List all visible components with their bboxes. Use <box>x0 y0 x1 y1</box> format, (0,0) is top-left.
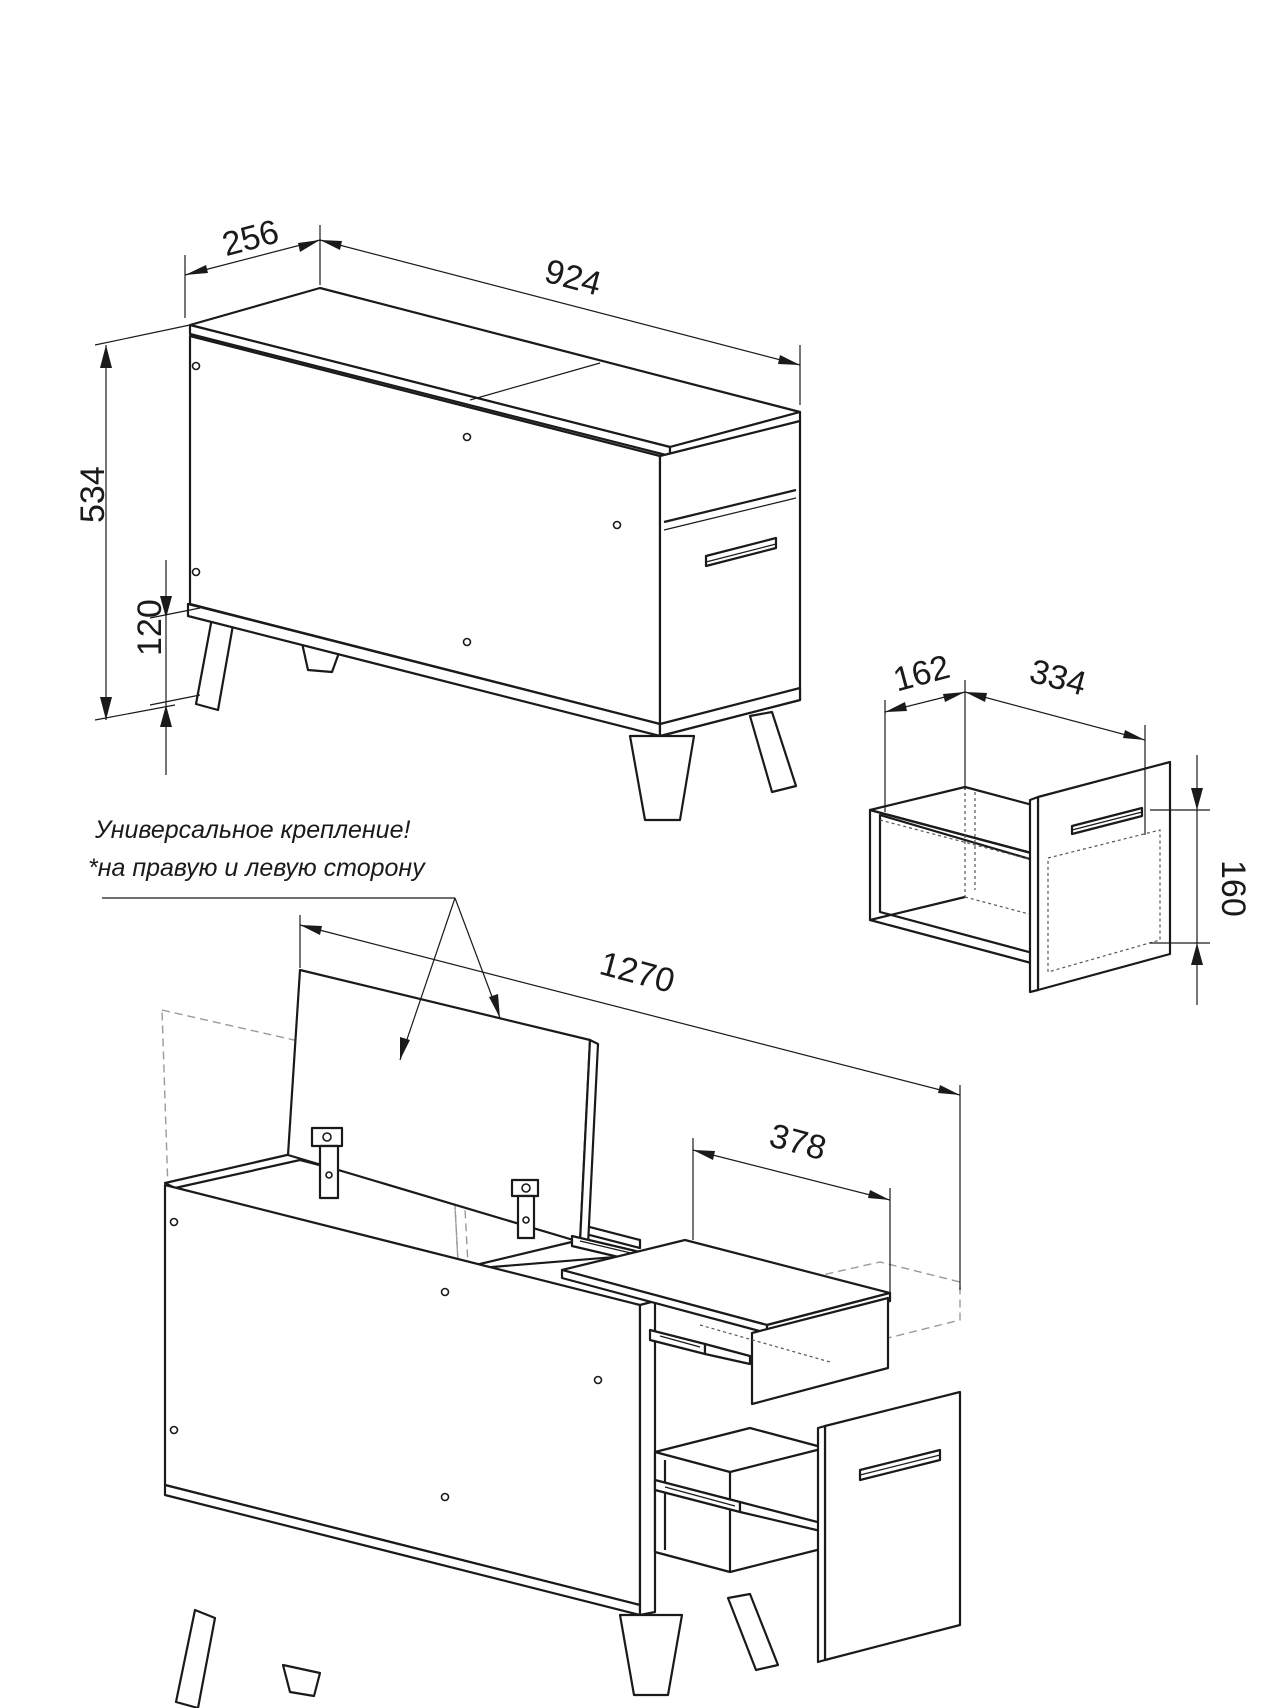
open-leg-front-right <box>726 1592 780 1672</box>
hinge-right <box>510 1178 540 1240</box>
dim-depth: 256 <box>218 213 283 264</box>
lower-drawer-inside <box>653 1426 827 1574</box>
drawer-split <box>663 488 797 524</box>
note-leaders <box>102 897 501 1061</box>
dim-drawer-depth: 162 <box>889 648 954 699</box>
open-lid <box>286 968 592 1244</box>
dim-open-width: 1270 <box>596 945 679 1001</box>
open-leg-back-right <box>281 1663 322 1698</box>
open-bench <box>161 968 962 1708</box>
dimension-lines-bottom <box>299 915 961 1292</box>
open-screw-dots <box>169 1217 603 1502</box>
drawer-detail <box>868 760 1172 994</box>
dim-open-drawer: 378 <box>765 1117 830 1168</box>
lower-slide-rail <box>653 1478 827 1534</box>
lower-drawer-handle <box>858 1448 942 1482</box>
drawer-handle <box>704 536 778 568</box>
note-line-1: Универсальное крепление! <box>94 816 410 844</box>
leg-back-left <box>194 616 235 712</box>
open-front-panel <box>163 1183 642 1607</box>
screw-dots <box>191 361 622 647</box>
dim-width: 924 <box>541 252 606 303</box>
drawer-detail-handle <box>1070 806 1144 836</box>
plinth-right <box>658 686 802 738</box>
dim-drawer-width: 334 <box>1026 652 1091 703</box>
note-text: Универсальное крепление! *на правую и ле… <box>88 816 426 882</box>
side-block <box>658 419 802 738</box>
mid-slide-rail <box>648 1328 752 1366</box>
seat-box-front <box>750 1296 890 1406</box>
note-line-2: *на правую и левую сторону <box>88 854 426 882</box>
dim-leg-height: 120 <box>131 599 169 656</box>
closed-bench <box>186 286 802 822</box>
leg-front-right <box>748 710 798 794</box>
hinge-left <box>310 1126 344 1200</box>
dimension-lines-top <box>94 225 801 775</box>
lid-split-line <box>469 362 601 401</box>
lower-drawer-front <box>823 1390 962 1662</box>
open-leg-front-left <box>618 1613 684 1697</box>
leg-front-left <box>628 734 696 822</box>
dim-drawer-height: 160 <box>1214 860 1252 917</box>
dim-height: 534 <box>74 466 112 523</box>
dimension-labels: 256 924 534 120 162 334 160 1270 378 <box>74 213 1252 1168</box>
open-leg-back-left <box>174 1608 217 1708</box>
dimension-lines-drawer <box>884 680 1210 1005</box>
open-side-panel <box>638 1299 657 1617</box>
